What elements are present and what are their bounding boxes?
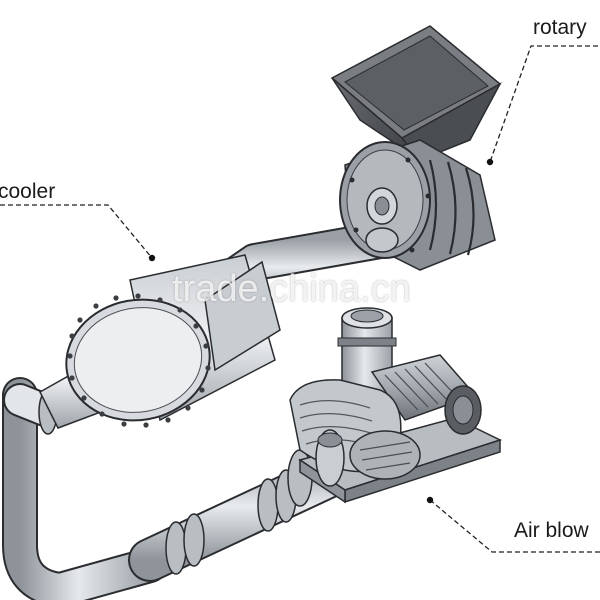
leader-rotary (489, 45, 598, 163)
label-air-blower: Air blow (514, 519, 589, 542)
label-cooler: cooler (0, 180, 56, 203)
leader-dots (148, 158, 494, 504)
watermark-text: trade.china.cn (172, 268, 411, 310)
air-blower (289, 354, 502, 504)
rotary-valve (330, 25, 502, 271)
leader-lines (0, 45, 600, 553)
label-rotary: rotary (533, 16, 587, 39)
leader-cooler (0, 204, 153, 259)
leader-air-blower (429, 499, 600, 553)
cooler-cyclone (39, 254, 281, 429)
